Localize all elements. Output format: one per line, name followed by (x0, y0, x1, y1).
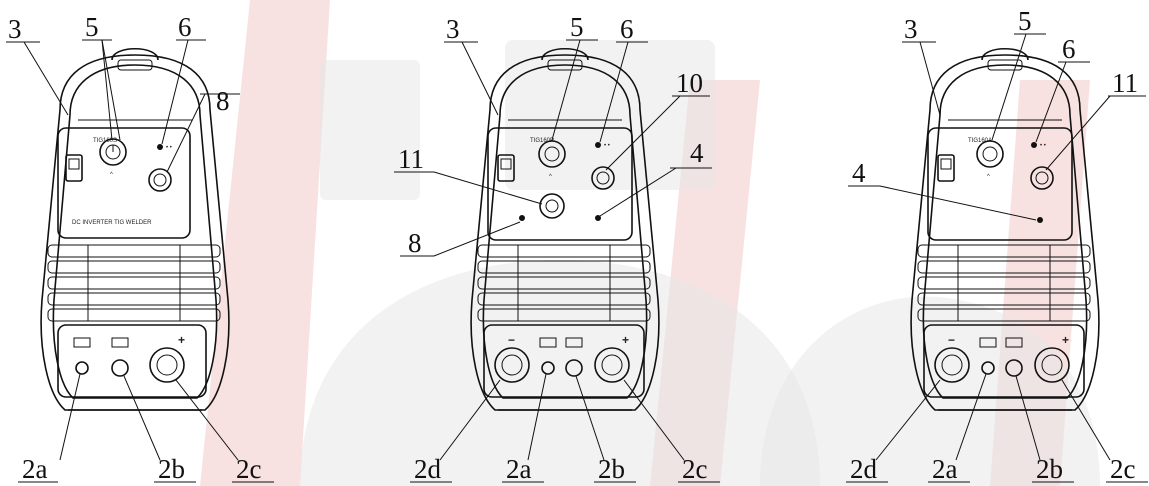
minus-terminal[interactable] (494, 347, 530, 383)
power-switch[interactable] (65, 154, 83, 182)
power-switch[interactable] (937, 154, 955, 182)
pulse-frequency-knob[interactable] (539, 193, 565, 219)
svg-text:6: 6 (1062, 34, 1076, 64)
plus-terminal[interactable] (594, 347, 630, 383)
model-label: TIG160P (530, 138, 554, 144)
downslope-knob[interactable] (148, 168, 172, 192)
callouts: 3 5 6 11 4 2d 2a 2b 2c (846, 6, 1148, 484)
plus-terminal[interactable] (149, 347, 185, 383)
callouts: 3 5 6 10 11 4 8 2d 2a (394, 12, 720, 484)
indicator-led (595, 142, 601, 148)
svg-text:2a: 2a (506, 454, 532, 484)
svg-text:^: ^ (987, 174, 990, 180)
svg-text:2b: 2b (158, 454, 185, 484)
vent-grille (47, 244, 221, 322)
svg-text:+: + (178, 333, 185, 347)
gas-connector[interactable] (75, 361, 89, 375)
watermark (200, 0, 1100, 486)
model-label: TIG160A (968, 138, 992, 144)
mode-indicator-left (519, 215, 525, 221)
svg-text:6: 6 (178, 12, 192, 42)
svg-text:6: 6 (620, 14, 634, 44)
svg-text:8: 8 (408, 228, 422, 258)
minus-terminal[interactable] (934, 347, 970, 383)
callouts: 3 5 6 8 2a 2b 2c (6, 12, 274, 484)
svg-text:• •: • • (166, 145, 172, 151)
svg-text:+: + (622, 333, 629, 347)
plus-terminal[interactable] (1034, 347, 1070, 383)
panel-bottom-text: DC INVERTER TIG WELDER (72, 220, 152, 226)
connector-panel (483, 324, 645, 398)
svg-text:2d: 2d (414, 454, 442, 484)
machine-tig160s: TIG160S ^ • • DC INVERTER TIG WELDER (6, 12, 274, 484)
svg-text:2c: 2c (1110, 454, 1136, 484)
gas-connector[interactable] (541, 361, 555, 375)
arc-force-knob[interactable] (1030, 166, 1054, 190)
svg-text:+: + (1062, 333, 1069, 347)
svg-text:8: 8 (216, 86, 230, 116)
svg-text:3: 3 (904, 14, 918, 44)
svg-text:^: ^ (549, 174, 552, 180)
svg-text:4: 4 (690, 138, 704, 168)
connector-panel (57, 324, 207, 398)
gas-connector[interactable] (981, 361, 995, 375)
svg-text:5: 5 (85, 12, 99, 42)
svg-text:2d: 2d (850, 454, 878, 484)
svg-text:2c: 2c (682, 454, 708, 484)
vent-grille (917, 244, 1091, 322)
indicator-led (157, 144, 163, 150)
svg-text:4: 4 (852, 158, 866, 188)
mode-indicator (1037, 217, 1043, 223)
current-knob[interactable] (538, 140, 566, 168)
svg-text:10: 10 (676, 68, 703, 98)
svg-text:2b: 2b (598, 454, 625, 484)
machine-tig160a: TIG160A ^ • • − + 3 (846, 6, 1148, 484)
svg-text:• •: • • (1040, 143, 1046, 149)
svg-text:11: 11 (1112, 68, 1138, 98)
svg-text:2b: 2b (1036, 454, 1063, 484)
svg-text:2a: 2a (932, 454, 958, 484)
power-switch[interactable] (497, 154, 515, 182)
control-connector[interactable] (1005, 359, 1023, 377)
machine-tig160p: TIG160P ^ • • − (394, 12, 720, 484)
current-knob[interactable] (99, 138, 127, 166)
svg-text:5: 5 (1018, 6, 1032, 36)
vent-grille (477, 244, 651, 322)
control-connector[interactable] (111, 359, 129, 377)
svg-text:3: 3 (8, 14, 22, 44)
svg-text:^: ^ (110, 172, 113, 178)
svg-text:2a: 2a (22, 454, 48, 484)
svg-text:11: 11 (398, 144, 424, 174)
control-connector[interactable] (565, 359, 583, 377)
svg-text:3: 3 (446, 14, 460, 44)
svg-text:5: 5 (570, 12, 584, 42)
base-current-knob[interactable] (591, 166, 615, 190)
current-knob[interactable] (976, 140, 1004, 168)
indicator-led (1031, 142, 1037, 148)
connector-panel (923, 324, 1085, 398)
svg-text:−: − (508, 333, 515, 347)
svg-text:• •: • • (604, 143, 610, 149)
svg-text:2c: 2c (236, 454, 262, 484)
svg-text:−: − (948, 333, 955, 347)
mode-indicator-right (595, 215, 601, 221)
